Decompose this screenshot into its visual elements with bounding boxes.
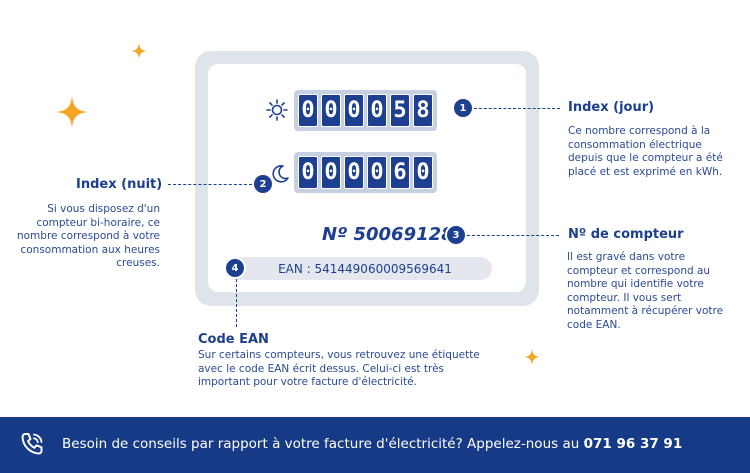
callout-serial-title: Nº de compteur bbox=[568, 227, 684, 242]
connector-serial bbox=[467, 235, 559, 236]
counter-digit: 0 bbox=[344, 94, 364, 127]
sparkle-star-icon bbox=[56, 96, 88, 128]
counter-digit: 0 bbox=[413, 156, 433, 189]
counter-digit: 0 bbox=[298, 156, 318, 189]
callout-ean-text: Sur certains compteurs, vous retrouvez u… bbox=[198, 349, 480, 388]
sparkle-star-icon bbox=[131, 43, 147, 59]
day-index-counter: 0 0 0 0 5 8 bbox=[294, 90, 437, 131]
callout-day-title: Index (jour) bbox=[568, 100, 655, 115]
footer-text: Besoin de conseils par rapport à votre f… bbox=[62, 436, 682, 452]
counter-digit: 5 bbox=[390, 94, 410, 127]
moon-icon bbox=[272, 165, 289, 183]
callout-night-text: Si vous disposez d'un compteur bi-horair… bbox=[16, 203, 160, 269]
counter-digit: 0 bbox=[321, 94, 341, 127]
counter-digit: 0 bbox=[321, 156, 341, 189]
meter-serial-number: Nº 50069128 bbox=[322, 224, 454, 245]
callout-night-title: Index (nuit) bbox=[76, 177, 163, 192]
badge-night-index: 2 bbox=[254, 175, 272, 193]
connector-ean bbox=[236, 279, 237, 327]
ean-label: EAN : 541449060009569641 bbox=[226, 257, 492, 280]
badge-ean: 4 bbox=[226, 259, 244, 277]
counter-digit: 0 bbox=[344, 156, 364, 189]
ean-label-text: EAN : 541449060009569641 bbox=[278, 261, 452, 276]
night-index-counter: 0 0 0 0 6 0 bbox=[294, 152, 437, 193]
sparkle-star-icon bbox=[524, 349, 540, 365]
callout-day-text: Ce nombre correspond à la consommation é… bbox=[568, 125, 723, 178]
connector-night bbox=[168, 184, 252, 185]
sun-icon bbox=[266, 99, 288, 121]
counter-digit: 0 bbox=[367, 94, 387, 127]
footer-phone-number[interactable]: 071 96 37 91 bbox=[583, 436, 683, 452]
footer-banner: Besoin de conseils par rapport à votre f… bbox=[0, 417, 750, 473]
callout-serial-text: Il est gravé dans votre compteur et corr… bbox=[567, 251, 724, 331]
footer-message: Besoin de conseils par rapport à votre f… bbox=[62, 436, 584, 452]
counter-digit: 0 bbox=[367, 156, 387, 189]
counter-digit: 0 bbox=[298, 94, 318, 127]
badge-serial: 3 bbox=[447, 226, 465, 244]
counter-digit: 8 bbox=[413, 94, 433, 127]
counter-digit: 6 bbox=[390, 156, 410, 189]
connector-day bbox=[474, 108, 560, 109]
badge-day-index: 1 bbox=[454, 99, 472, 117]
callout-ean-title: Code EAN bbox=[198, 332, 269, 347]
phone-icon bbox=[21, 433, 43, 455]
